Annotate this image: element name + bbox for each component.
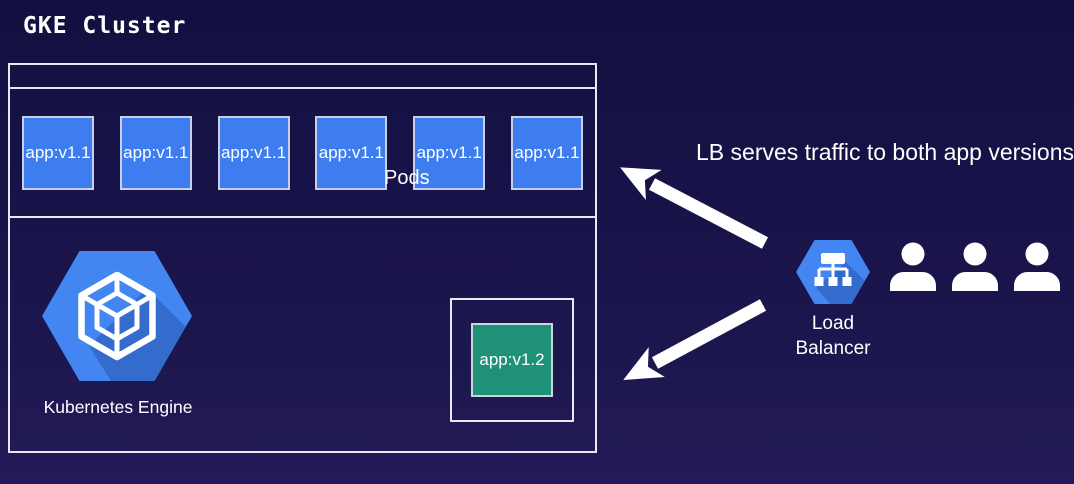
pod-v1-1: app:v1.1 [22, 115, 94, 190]
pod-v2: app:v1.2 [471, 323, 553, 397]
canary-pod-boundary: app:v1.2 [450, 298, 574, 422]
arrow-lb-to-v1-pods [620, 167, 769, 249]
cluster-lower-area: Pods [10, 167, 595, 449]
pods-v1-row: app:v1.1 app:v1.1 app:v1.1 app:v1.1 app:… [10, 89, 595, 218]
load-balancer-label: Load Balancer [795, 313, 871, 359]
load-balancer-icon [796, 240, 870, 304]
person-icon [890, 242, 936, 291]
gke-cluster-boundary: app:v1.1 app:v1.1 app:v1.1 app:v1.1 app:… [8, 63, 597, 453]
kubernetes-engine-label: Kubernetes Engine [43, 397, 193, 417]
pod-v1-2: app:v1.1 [119, 115, 192, 190]
lb-annotation-text: LB serves traffic to both app versions [696, 139, 1074, 165]
diagram-title: GKE Cluster [23, 13, 187, 39]
pod-v1-6: app:v1.1 [510, 115, 583, 190]
pod-v1-4: app:v1.1 [315, 115, 388, 190]
pods-label: Pods [384, 167, 430, 189]
gke-hexagon-icon [42, 251, 192, 381]
user-group [888, 241, 1062, 293]
pod-v1-3: app:v1.1 [217, 115, 290, 190]
person-icon [952, 242, 998, 291]
arrow-lb-to-v2-pod [623, 299, 767, 381]
pod-v1-5: app:v1.1 [413, 115, 486, 190]
person-icon [1014, 242, 1060, 291]
cluster-header-band [10, 65, 595, 89]
